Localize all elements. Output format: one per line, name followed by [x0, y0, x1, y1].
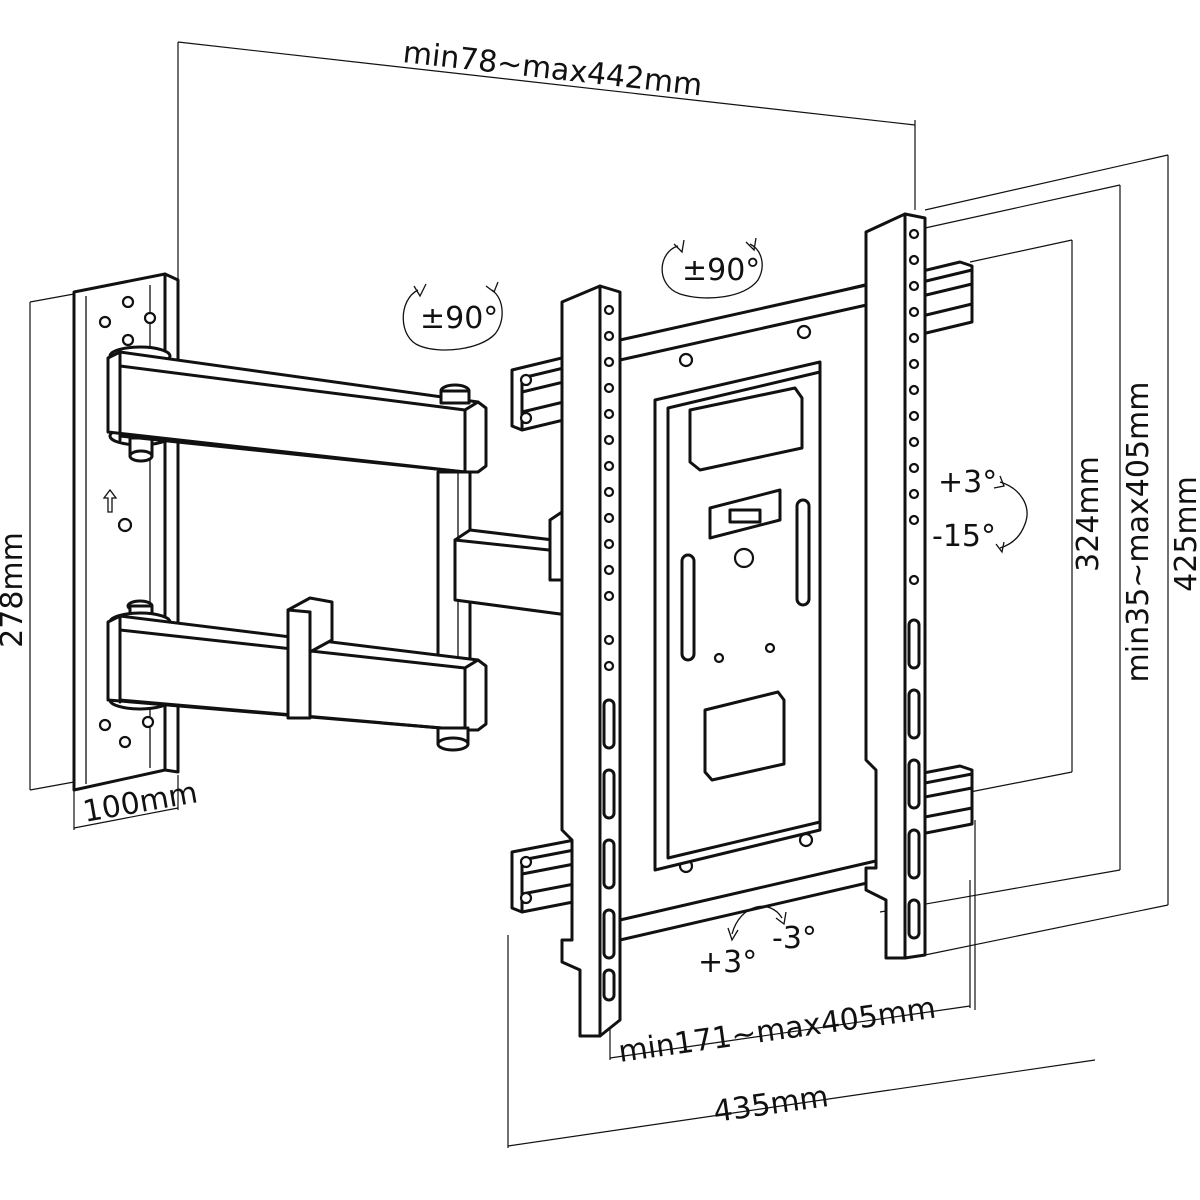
- wall-plate-height-label: 278mm: [0, 532, 30, 648]
- level-arrow: [727, 905, 787, 942]
- top-swivel-label: ±90°: [682, 253, 760, 288]
- total-height-label: 425mm: [1169, 476, 1200, 592]
- overall-width-label: min78~max442mm: [401, 35, 704, 103]
- left-vertical-arm: [560, 284, 622, 1038]
- center-plate: [618, 280, 882, 942]
- vertical-range-label: min35~max405mm: [1121, 382, 1156, 683]
- up-arrow-icon: [102, 488, 118, 513]
- total-width-label: 435mm: [711, 1079, 830, 1130]
- rotation-arrow-left: [402, 281, 503, 351]
- dimension-lines: [29, 41, 1169, 1148]
- rotation-arrow-top: [661, 237, 763, 299]
- left-swivel-label: ±90°: [420, 301, 498, 336]
- tilt-up-label: +3°: [938, 465, 997, 500]
- tilt-arrow: [993, 475, 1028, 554]
- lower-arm: [106, 596, 488, 752]
- horizontal-range-label: min171~max405mm: [616, 991, 938, 1070]
- right-vertical-arm: [864, 212, 927, 960]
- vesa-vertical-label: 324mm: [1071, 456, 1106, 572]
- level-minus-label: -3°: [772, 921, 817, 956]
- tilt-down-label: -15°: [932, 519, 996, 554]
- level-plus-label: +3°: [698, 945, 757, 980]
